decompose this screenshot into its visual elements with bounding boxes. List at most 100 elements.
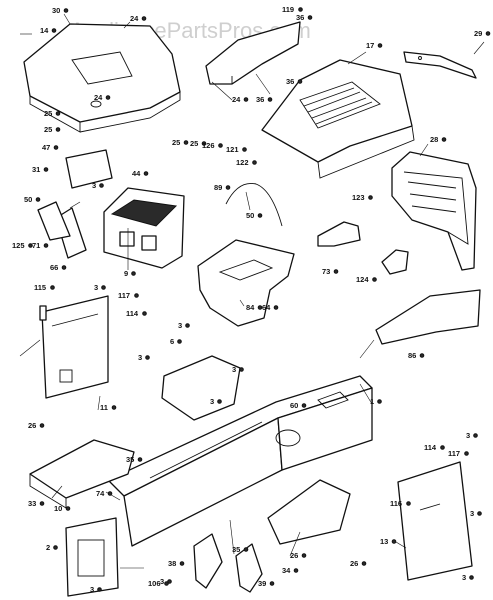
callout-28: 28 [430, 135, 438, 144]
screw-icon [142, 311, 147, 316]
bracket-31 [65, 149, 113, 189]
callout-24: 24 [232, 95, 241, 104]
callout-3: 3 [462, 573, 466, 582]
screw-icon [273, 305, 279, 310]
callout-124: 124 [356, 275, 369, 284]
bracket-39 [235, 543, 263, 593]
plate-33 [29, 439, 135, 509]
callout-26: 26 [350, 559, 358, 568]
callout-84: 84 [246, 303, 255, 312]
screw-icon [239, 367, 244, 372]
screw-icon [377, 399, 382, 404]
plate-11 [41, 295, 109, 399]
screw-icon [267, 97, 273, 102]
callout-31: 31 [32, 165, 40, 174]
screw-icon [469, 575, 474, 580]
grille-panel [205, 21, 301, 85]
callout-25: 25 [190, 139, 198, 148]
callout-34: 34 [282, 566, 291, 575]
screw-icon [164, 581, 169, 586]
screw-icon [111, 405, 117, 410]
callout-116: 116 [390, 499, 402, 508]
callout-35: 35 [126, 455, 134, 464]
callout-3: 3 [92, 181, 96, 190]
callout-labels: 1233333333333691011131417242424252525252… [12, 5, 491, 594]
bracket-2 [65, 517, 119, 597]
callout-3: 3 [138, 353, 142, 362]
screw-icon [477, 511, 482, 516]
dash-housing [391, 151, 477, 271]
screw-icon [293, 568, 299, 573]
part-115 [39, 305, 47, 321]
callout-11: 11 [100, 403, 108, 412]
callout-39: 39 [258, 579, 266, 588]
callout-36: 36 [296, 13, 304, 22]
screw-icon [51, 28, 57, 33]
callout-125: 125 [12, 241, 25, 250]
plate-34 [267, 479, 351, 545]
screw-icon [107, 491, 113, 496]
screw-icon [406, 501, 411, 506]
screw-icon [55, 127, 61, 132]
screw-icon [298, 7, 303, 12]
screw-icon [372, 277, 377, 282]
plate-13 [397, 461, 473, 581]
screw-icon [301, 403, 307, 408]
callout-3: 3 [90, 585, 94, 594]
callout-13: 13 [380, 537, 388, 546]
callout-117: 117 [118, 291, 130, 300]
bracket-124 [381, 249, 409, 275]
callout-30: 30 [52, 6, 60, 15]
callout-121: 121 [226, 145, 239, 154]
callout-36: 36 [286, 77, 294, 86]
screw-icon [97, 587, 102, 592]
screw-icon [61, 265, 67, 270]
callout-47: 47 [42, 143, 50, 152]
callout-3: 3 [94, 283, 98, 292]
callout-3: 3 [470, 509, 474, 518]
screw-icon [134, 293, 139, 298]
callout-64: 64 [262, 303, 271, 312]
rod-50 [225, 182, 283, 227]
callout-89: 89 [214, 183, 222, 192]
screw-icon [218, 143, 223, 148]
screw-icon [257, 213, 263, 218]
screw-icon [167, 579, 172, 584]
fuel-tank [103, 187, 185, 269]
screw-icon [225, 185, 231, 190]
screw-icon [53, 145, 59, 150]
callout-17: 17 [366, 41, 374, 50]
callout-29: 29 [474, 29, 482, 38]
callout-73: 73 [322, 267, 330, 276]
screw-icon [269, 581, 275, 586]
bracket-29 [403, 51, 477, 79]
callout-66: 66 [50, 263, 58, 272]
callout-44: 44 [132, 169, 141, 178]
callout-50: 50 [246, 211, 254, 220]
screw-icon [35, 197, 41, 202]
screw-icon [252, 160, 257, 165]
screw-icon [473, 433, 478, 438]
callout-126: 126 [202, 141, 215, 150]
screw-icon [105, 95, 111, 100]
screw-icon [368, 195, 373, 200]
callout-3: 3 [178, 321, 182, 330]
screw-icon [55, 111, 61, 116]
screw-icon [217, 399, 222, 404]
screw-icon [242, 147, 247, 152]
callout-71: 71 [32, 241, 40, 250]
screw-icon [39, 423, 45, 428]
screw-icon [101, 285, 106, 290]
bracket-38 [193, 533, 223, 589]
screw-icon [50, 285, 55, 290]
screw-icon [179, 561, 185, 566]
callout-114: 114 [126, 309, 139, 318]
callout-14: 14 [40, 26, 49, 35]
screw-icon [243, 547, 249, 552]
callout-3: 3 [232, 365, 236, 374]
callout-117: 117 [448, 449, 460, 458]
hood-panel [23, 23, 181, 133]
callout-9: 9 [124, 269, 128, 278]
screw-icon [65, 506, 71, 511]
